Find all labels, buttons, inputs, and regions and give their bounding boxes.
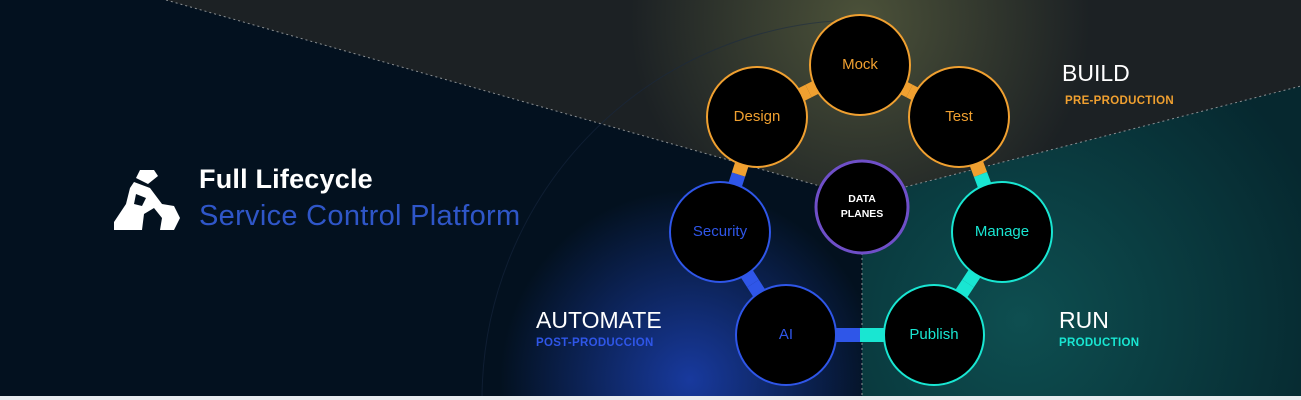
data-planes-label: DATA PLANES (813, 192, 911, 222)
node-test-label: Test (945, 108, 973, 125)
node-design-label: Design (733, 108, 781, 125)
node-test-circle (908, 66, 1010, 168)
data-planes-line1: DATA (848, 193, 876, 205)
brand-subtitle: Service Control Platform (199, 200, 521, 232)
divider-build-automate (165, 0, 863, 199)
brand-title: Full Lifecycle (199, 164, 373, 194)
node-publish-circle (883, 284, 985, 386)
region-run-title: RUN (1059, 307, 1109, 333)
node-manage-circle (951, 181, 1053, 283)
node-publish-label: Publish (909, 326, 959, 343)
node-mock-label: Mock (842, 56, 878, 73)
region-automate-subtitle: POST-PRODUCCION (536, 337, 654, 349)
node-ai-circle (735, 284, 837, 386)
bottom-rule (0, 396, 1301, 400)
lifecycle-nodes (669, 14, 1053, 386)
divider-build-run (861, 85, 1301, 199)
region-run-subtitle: PRODUCTION (1059, 337, 1140, 349)
brand-block: Full Lifecycle Service Control Platform (114, 164, 554, 244)
node-mock-circle (809, 14, 911, 116)
node-security-label: Security (692, 223, 748, 240)
node-ai-label: AI (778, 326, 794, 343)
automate-arc (481, 19, 863, 400)
data-planes-circle (814, 159, 910, 255)
kong-gorilla-logo-icon (114, 170, 180, 230)
data-planes-line2: PLANES (840, 208, 884, 220)
node-design-circle (706, 66, 808, 168)
region-automate-title: AUTOMATE (536, 307, 662, 333)
node-security-circle (669, 181, 771, 283)
node-manage-label: Manage (974, 223, 1030, 240)
region-build-title: BUILD (1062, 60, 1130, 86)
region-build-subtitle: PRE-PRODUCTION (1065, 95, 1174, 107)
